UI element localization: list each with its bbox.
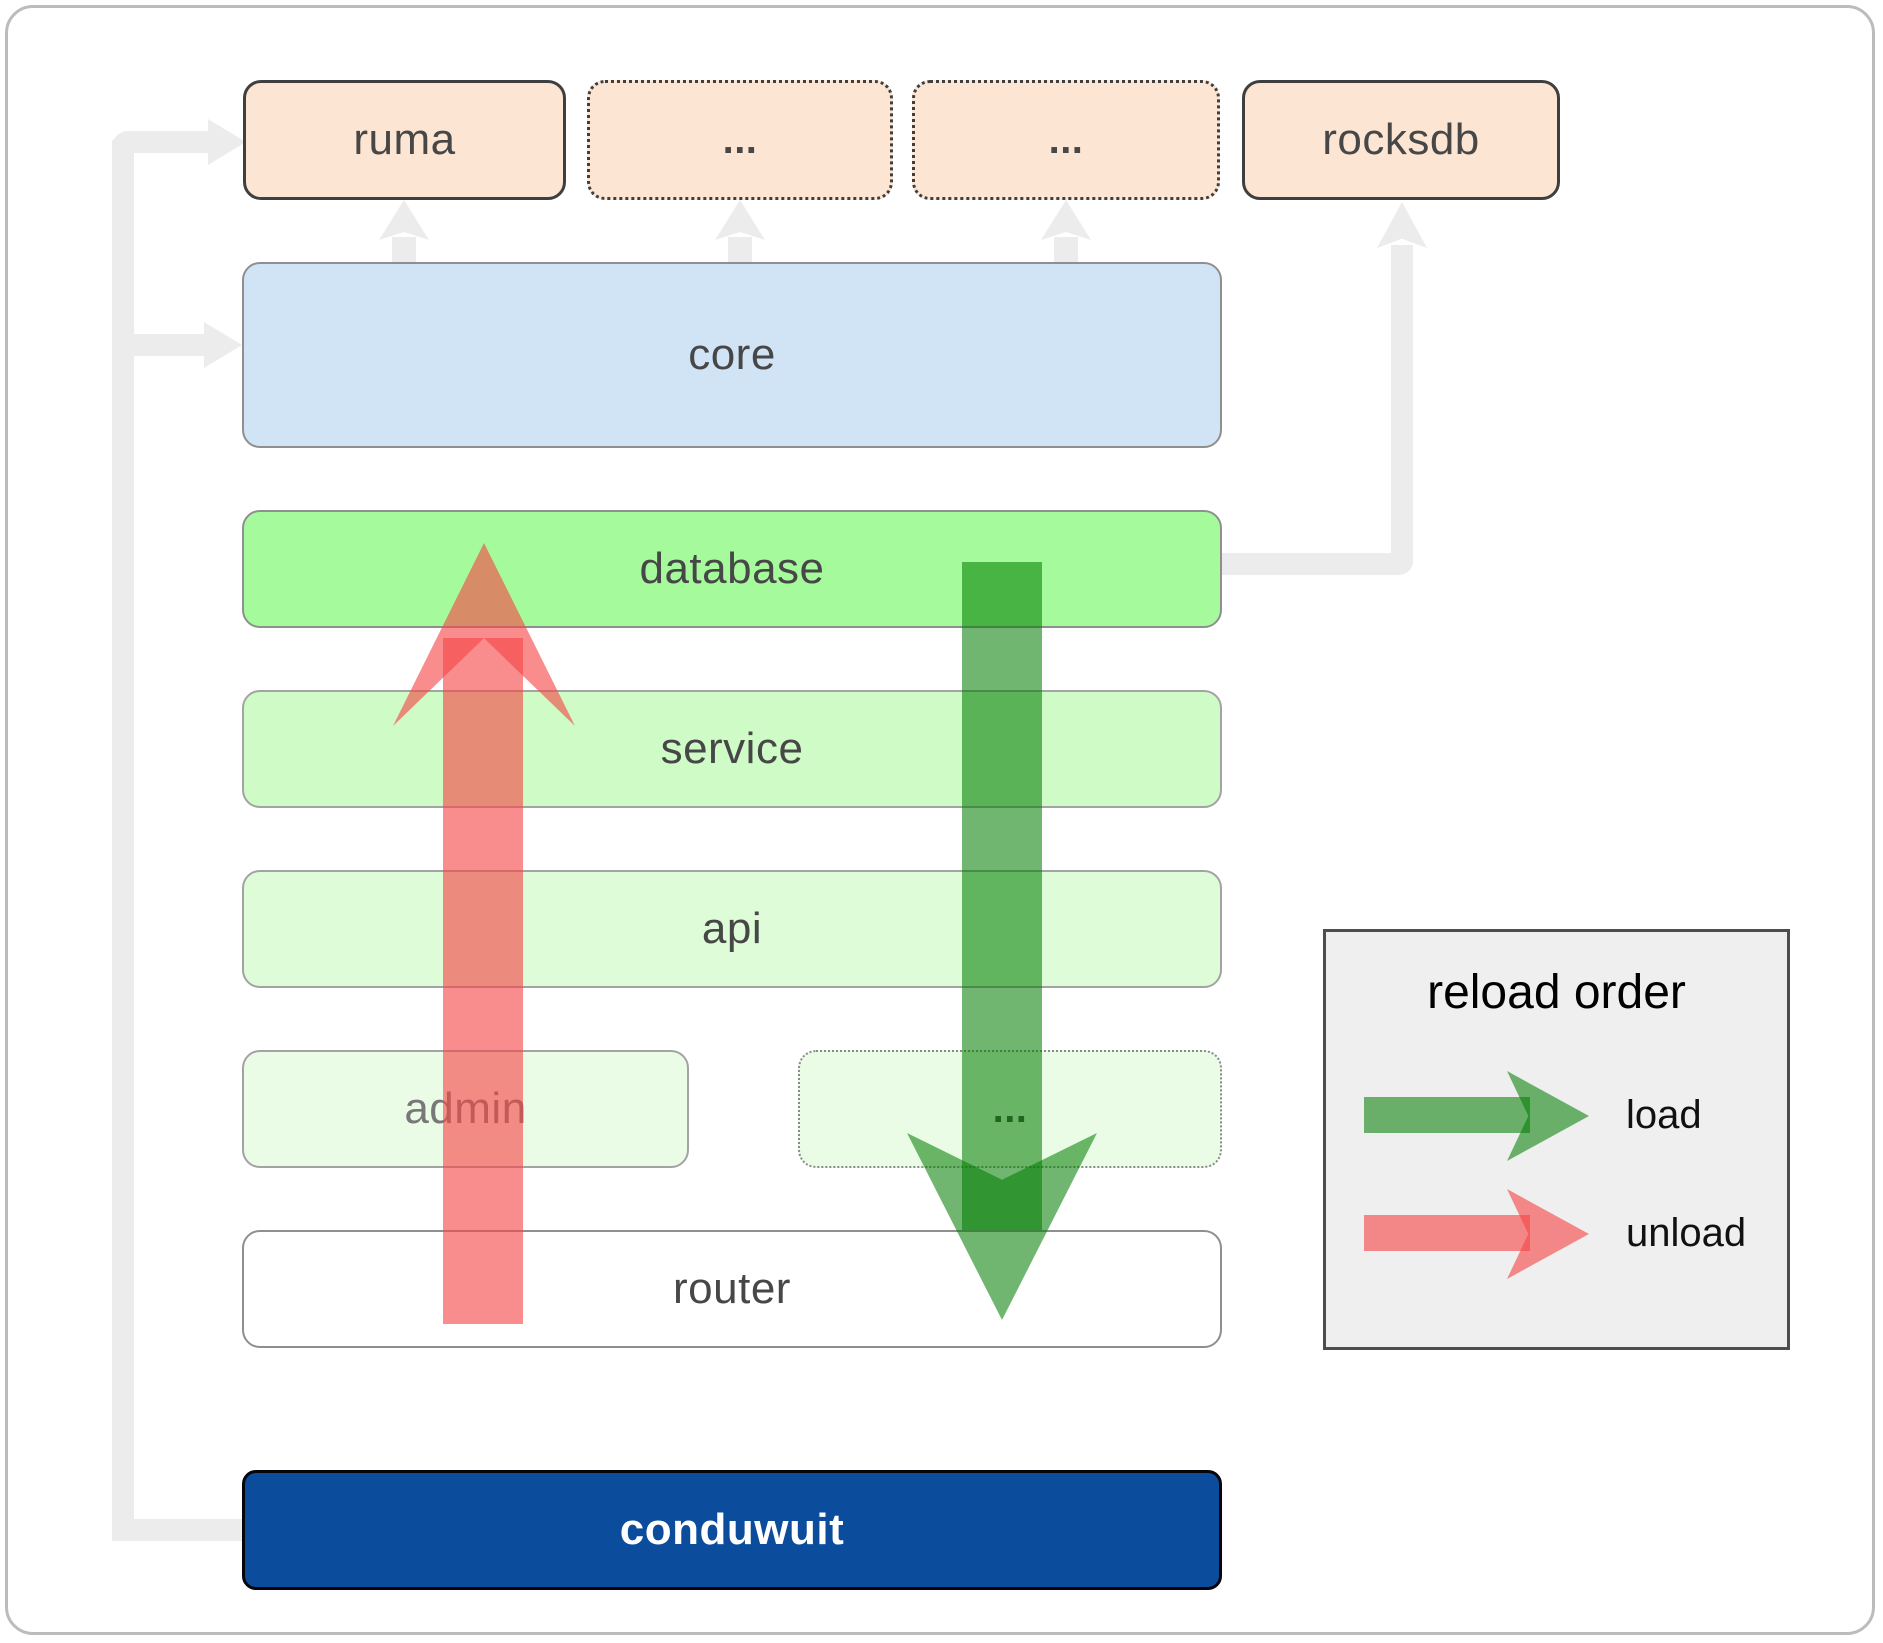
box-ruma: ruma: [243, 80, 566, 200]
box-ellipsis-top-1-label: ...: [722, 117, 758, 162]
trunk-connector-bottom-elbow: [112, 1519, 244, 1541]
box-api: api: [242, 870, 1222, 988]
legend-title: reload order: [1427, 966, 1686, 1019]
box-ellipsis-top-1: ...: [587, 80, 893, 200]
box-core: core: [242, 262, 1222, 448]
box-database: database: [242, 510, 1222, 628]
box-ellipsis-top-2: ...: [912, 80, 1220, 200]
trunk-connector-vertical: [112, 140, 134, 1541]
trunk-connector-top-elbow: [112, 131, 208, 153]
box-router: router: [242, 1230, 1222, 1348]
box-router-label: router: [673, 1264, 791, 1313]
legend-unload-arrow-shaft: [1364, 1215, 1530, 1251]
box-service-label: service: [660, 724, 804, 773]
box-ruma-label: ruma: [353, 115, 456, 164]
legend-unload-label-text: unload: [1626, 1210, 1747, 1255]
legend-load-label: load: [1626, 1086, 1702, 1144]
database-to-rocksdb-horizontal: [1222, 553, 1413, 575]
legend-load-label-text: load: [1626, 1092, 1702, 1137]
box-conduwuit-label: conduwuit: [619, 1505, 845, 1554]
database-to-rocksdb-vertical: [1391, 245, 1413, 565]
box-rocksdb: rocksdb: [1242, 80, 1560, 200]
unload-arrow-shaft: [443, 638, 523, 1324]
box-ellipsis-top-2-label: ...: [1048, 117, 1084, 162]
box-rocksdb-label: rocksdb: [1322, 115, 1480, 164]
box-core-label: core: [688, 330, 776, 379]
core-to-dots1-shaft: [728, 237, 752, 264]
core-to-dots2-shaft: [1054, 237, 1078, 264]
load-arrow-shaft: [962, 562, 1042, 1230]
legend-load-arrow-shaft: [1364, 1097, 1530, 1133]
box-conduwuit: conduwuit: [242, 1470, 1222, 1590]
box-service: service: [242, 690, 1222, 808]
branch-connector-to-core: [112, 334, 204, 356]
diagram-frame: [5, 5, 1875, 1635]
box-api-label: api: [701, 904, 763, 953]
legend-unload-label: unload: [1626, 1204, 1746, 1262]
box-database-label: database: [639, 544, 825, 593]
core-to-ruma-shaft: [392, 237, 416, 264]
legend-panel: [1323, 929, 1790, 1350]
